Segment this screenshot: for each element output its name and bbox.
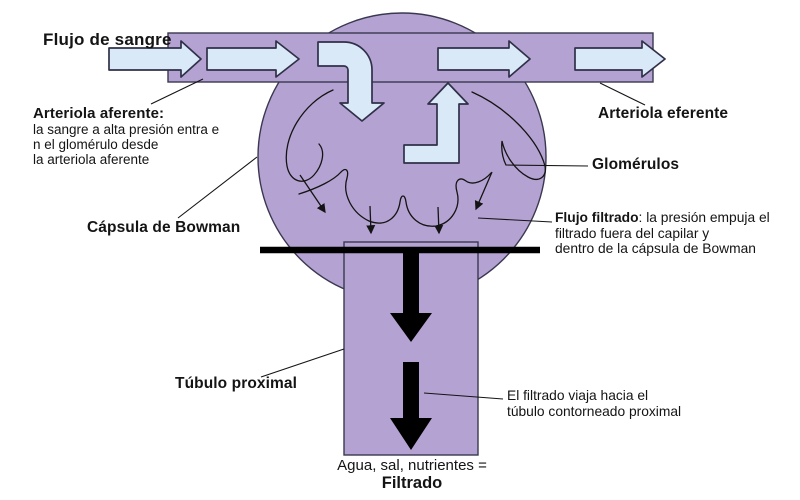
proximal-tubule-label: Túbulo proximal	[175, 375, 298, 392]
glomeruli-label: Glomérulos	[592, 156, 680, 173]
capillary-loop-right	[471, 91, 546, 181]
filtered-flow-line1: Flujo filtrado: la presión empuja el	[555, 210, 770, 226]
filtrate-note-label: El filtrado viaja hacia el túbulo contor…	[507, 388, 681, 419]
efferent-arteriole-label: Arteriola eferente	[598, 105, 729, 122]
filtrate-result-line1: Agua, sal, nutrientes =	[337, 457, 487, 474]
filtered-flow-line2: filtrado fuera del capilar y	[555, 225, 710, 241]
blood-flow-arrow-1	[108, 40, 202, 78]
capillary-loop-left	[285, 89, 334, 182]
leader-efferent	[599, 82, 646, 106]
blood-flow-arrow-3	[437, 40, 531, 78]
blood-flow-elbow-down-arrow	[317, 41, 385, 122]
capillary-wave-bottom	[298, 168, 492, 227]
filtrate-mini-arrow-2	[366, 205, 376, 235]
tubule-filtrate-arrow-1	[390, 252, 432, 342]
afferent-arteriole-title: Arteriola aferente:	[33, 105, 165, 122]
filtrate-note-line1: El filtrado viaja hacia el	[507, 388, 649, 403]
afferent-arteriole-line3: la arteriola aferente	[33, 152, 150, 168]
filtrate-mini-arrow-4	[474, 171, 493, 211]
filtered-flow-label: Flujo filtrado: la presión empuja el fil…	[555, 210, 770, 257]
afferent-arteriole-line2: n el glomérulo desde	[33, 137, 159, 153]
leader-proximal-tubule	[260, 348, 345, 378]
blood-flow-arrow-4	[574, 40, 666, 78]
filtered-flow-rest: : la presión empuja el	[638, 210, 770, 225]
tubule-filtrate-arrow-2	[390, 362, 432, 450]
afferent-arteriole-line1: la sangre a alta presión entra e	[33, 122, 220, 137]
blood-flow-arrow-2	[206, 40, 300, 78]
filtered-flow-title: Flujo filtrado	[555, 210, 639, 225]
afferent-arteriole-label: Arteriola aferente: la sangre a alta pre…	[33, 105, 219, 168]
filtrate-mini-arrow-1	[299, 174, 326, 214]
filtrate-note-line2: túbulo contorneado proximal	[507, 403, 682, 419]
filtered-flow-line3: dentro de la cápsula de Bowman	[555, 241, 756, 256]
blood-flow-elbow-up-arrow	[403, 82, 469, 164]
bowman-capsule-label: Cápsula de Bowman	[87, 219, 241, 236]
leader-filtrate-note	[423, 392, 504, 400]
leader-filtered-flow	[477, 217, 553, 223]
leader-glomeruli	[505, 164, 589, 167]
leader-afferent	[150, 78, 204, 105]
filtrate-result-label: Agua, sal, nutrientes = Filtrado	[309, 457, 515, 493]
leader-bowman	[177, 156, 258, 219]
blood-flow-label: Flujo de sangre	[43, 30, 172, 49]
filtrate-mini-arrow-3	[434, 206, 444, 235]
filtrate-result-line2: Filtrado	[381, 474, 443, 492]
